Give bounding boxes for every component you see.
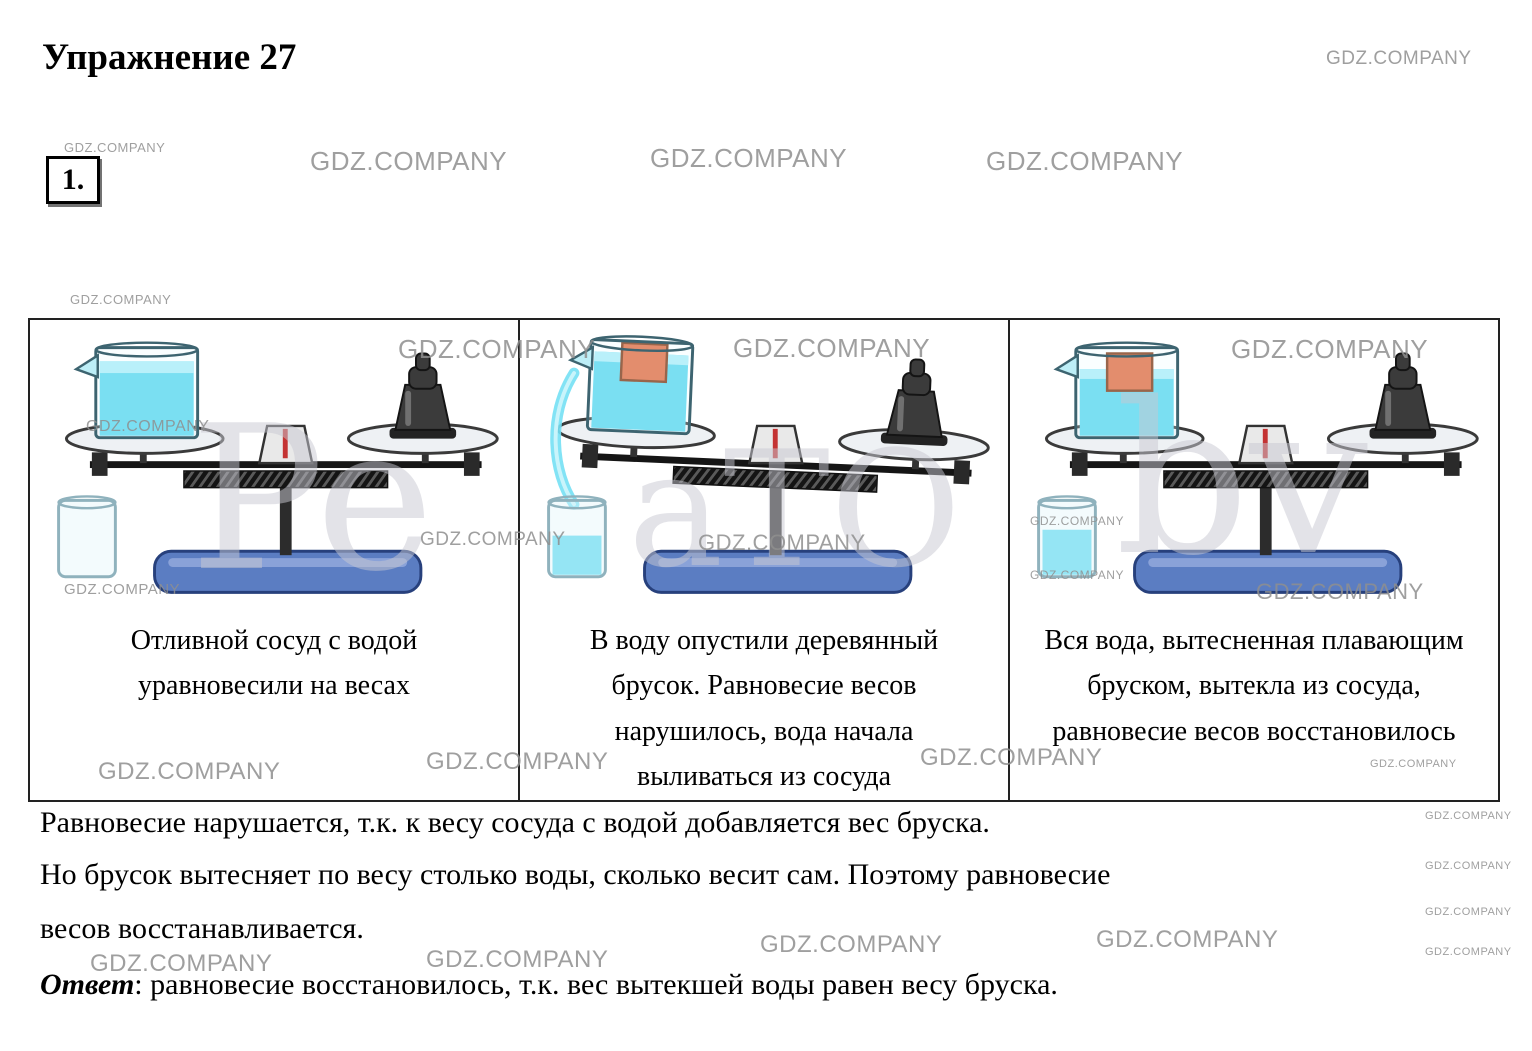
watermark: GDZ.COMPANY (1425, 860, 1512, 872)
panel-caption: Отливной сосуд с водой уравновесили на в… (130, 625, 418, 702)
spout (1053, 353, 1079, 379)
watermark: GDZ.COMPANY (760, 931, 943, 958)
balance-scale-illustration-3 (1037, 341, 1479, 594)
overflow-vessel (73, 341, 200, 440)
watermark: GDZ.COMPANY (1425, 810, 1512, 822)
pointer-needle (772, 428, 778, 459)
scale-pillar (769, 470, 782, 556)
spout (73, 353, 99, 379)
answer-text: : равновесие восстановилось, т.к. вес вы… (134, 968, 1058, 1001)
solution-line-2: Но брусок вытесняет по весу столько воды… (40, 858, 1111, 891)
watermark: GDZ.COMPANY (70, 292, 172, 307)
weight (1369, 352, 1437, 439)
panel-caption: Вся вода, вытесненная плавающим бруском,… (1044, 625, 1464, 747)
scale-pillar (1259, 470, 1272, 556)
pointer-needle (282, 428, 288, 459)
answer-line: Ответ: равновесие восстановилось, т.к. в… (40, 968, 1058, 1002)
overflow-vessel (567, 335, 695, 436)
watermark: GDZ.COMPANY (1096, 926, 1279, 953)
beaker (57, 495, 117, 579)
panel-2: В воду опустили деревянный брусок. Равно… (520, 320, 1010, 800)
balance-scale-illustration-1 (57, 341, 499, 594)
watermark: GDZ.COMPANY (1425, 946, 1512, 958)
scale-pillar (279, 470, 292, 556)
beaker (547, 495, 607, 579)
weight (880, 358, 948, 446)
water (99, 361, 194, 436)
watermark: GDZ.COMPANY (986, 146, 1184, 176)
beaker-water (552, 535, 602, 575)
scale-base (643, 549, 913, 594)
item-number-badge: 1. (46, 156, 100, 204)
wooden-block (619, 341, 669, 384)
watermark: GDZ.COMPANY (1425, 906, 1512, 918)
panel-caption: В воду опустили деревянный брусок. Равно… (589, 625, 939, 793)
scale-beam-assembly (556, 335, 990, 493)
wooden-block (1105, 352, 1154, 392)
beaker (1037, 495, 1097, 579)
watermark: GDZ.COMPANY (64, 140, 166, 155)
spout (567, 345, 595, 371)
overflow-vessel (1053, 341, 1180, 440)
answer-label: Ответ (40, 968, 135, 1001)
scale-base (1133, 549, 1403, 594)
watermark: GDZ.COMPANY (1326, 48, 1472, 69)
scale-beam-assembly (64, 341, 499, 489)
watermark: GDZ.COMPANY (310, 146, 508, 176)
panel-3: Вся вода, вытесненная плавающим бруском,… (1010, 320, 1498, 800)
watermark: GDZ.COMPANY (650, 143, 848, 173)
page-title: Упражнение 27 (42, 37, 297, 78)
beaker-water (1042, 529, 1092, 575)
solution-line-1: Равновесие нарушается, т.к. к весу сосуд… (40, 806, 990, 839)
solution-line-3: весов восстанавливается. (40, 912, 364, 945)
panel-1: Отливной сосуд с водой уравновесили на в… (30, 320, 520, 800)
scale-base (153, 549, 423, 594)
balance-scale-illustration-2 (547, 335, 990, 594)
figure-box: Отливной сосуд с водой уравновесили на в… (28, 318, 1500, 802)
pointer-needle (1262, 428, 1268, 459)
weight (389, 352, 457, 439)
scale-beam-assembly (1044, 341, 1479, 489)
